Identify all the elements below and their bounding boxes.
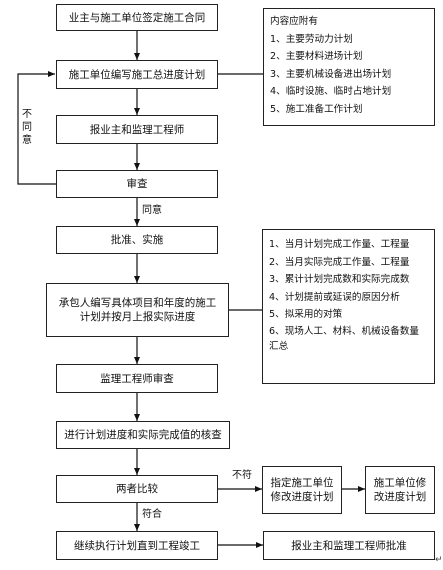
contract-box: 业主与施工单位签定施工合同 (56, 4, 218, 31)
continue-label: 继续执行计划直到工程竣工 (74, 539, 200, 552)
note-plan-title: 内容应附有 (270, 16, 318, 27)
note-plan-item: 5、施工准备工作计划 (270, 103, 363, 115)
disagree-label: 不同意 (22, 109, 32, 146)
note-plan-item: 3、主要机械设备进出场计划 (270, 68, 392, 80)
designate-box: 指定施工单位修改进度计划 (262, 466, 342, 514)
note-report-item: 5、拟采用的对策 (269, 309, 343, 320)
report-contents-note: 1、当月计划完成工作量、工程量 2、当月实际完成工作量、工程量 3、累计计划完成… (262, 229, 435, 384)
end-mark: ↵ (435, 555, 443, 565)
approve-box: 批准、实施 (56, 226, 218, 254)
approve-label: 批准、实施 (110, 234, 164, 246)
report-approve-label: 报业主和监理工程师批准 (291, 539, 407, 552)
review-label: 审查 (126, 178, 148, 190)
note-plan-item: 1、主要劳动力计划 (270, 33, 353, 45)
plan-contents-note: 内容应附有 1、主要劳动力计划 2、主要材料进场计划 3、主要机械设备进出场计划… (263, 8, 435, 126)
note-report-item: 6、现场人工、材料、机械设备数量汇总 (269, 325, 420, 352)
report-owner-label: 报业主和监理工程师 (89, 123, 185, 136)
check-match-box: 两者比较 (56, 475, 218, 503)
supervisor-review-label: 监理工程师审查 (100, 372, 174, 385)
not-match-label: 不符 (232, 470, 252, 481)
note-report-item: 4、计划提前或延误的原因分析 (269, 291, 400, 303)
check-match-label: 两者比较 (116, 483, 158, 495)
compile-plan-box: 施工单位编写施工总进度计划 (56, 60, 218, 89)
match-label: 符合 (142, 509, 162, 520)
note-report-item: 1、当月计划完成工作量、工程量 (269, 239, 410, 250)
supervisor-review-box: 监理工程师审查 (56, 364, 218, 393)
modify-label: 施工单位修改进度计划 (373, 477, 427, 503)
modify-box: 施工单位修改进度计划 (365, 466, 435, 514)
agree-label: 同意 (142, 205, 162, 216)
contract-label: 业主与施工单位签定施工合同 (68, 11, 206, 24)
compile-plan-label: 施工单位编写施工总进度计划 (68, 68, 206, 81)
note-plan-item: 2、主要材料进场计划 (270, 51, 363, 62)
contractor-report-label: 承包人编写具体项目和年度的施工计划并按月上报实际进度 (58, 297, 217, 323)
designate-label: 指定施工单位修改进度计划 (270, 477, 334, 503)
contractor-report-box: 承包人编写具体项目和年度的施工计划并按月上报实际进度 (46, 283, 229, 337)
review-box: 审查 (56, 170, 218, 198)
note-plan-item: 4、临时设施、临时占地计划 (270, 86, 392, 97)
compare-box: 进行计划进度和实际完成值的核查 (56, 421, 230, 449)
note-report-item: 3、累计计划完成数和实际完成数 (269, 274, 410, 285)
report-owner-box: 报业主和监理工程师 (56, 115, 218, 144)
report-approve-box: 报业主和监理工程师批准 (263, 531, 435, 560)
note-report-item: 2、当月实际完成工作量、工程量 (269, 256, 410, 268)
continue-box: 继续执行计划直到工程竣工 (56, 531, 218, 560)
compare-label: 进行计划进度和实际完成值的核查 (64, 429, 222, 441)
